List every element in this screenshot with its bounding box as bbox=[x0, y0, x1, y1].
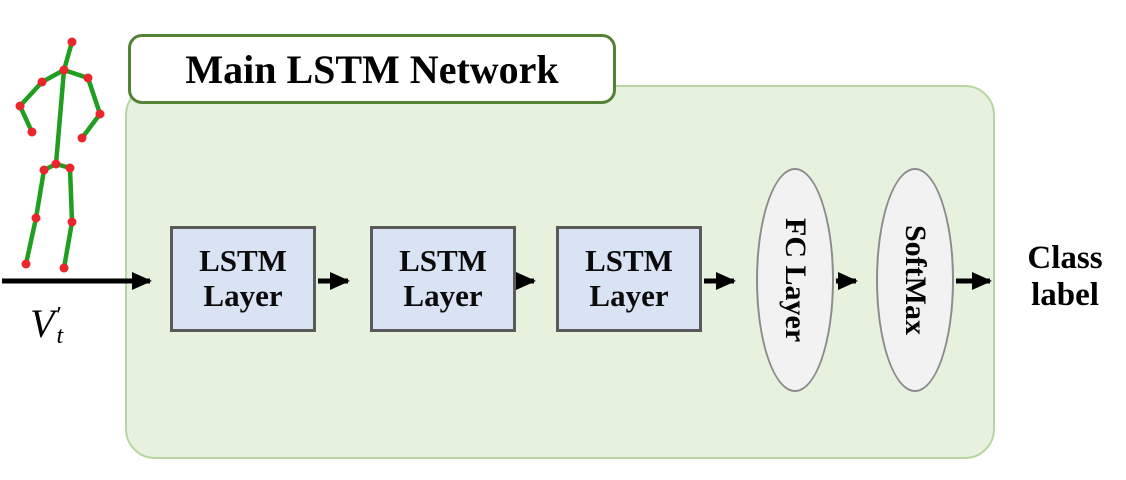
lstm-layer-1-label: LSTM Layer bbox=[199, 243, 287, 313]
lstm-layer-3-label: LSTM Layer bbox=[585, 243, 673, 313]
softmax-label: SoftMax bbox=[899, 225, 932, 335]
output-class-label: Class label bbox=[1027, 240, 1103, 313]
lstm-layer-2-label: LSTM Layer bbox=[399, 243, 487, 313]
input-variable-scripts: ′ t bbox=[56, 303, 64, 350]
lstm-layer-2: LSTM Layer bbox=[370, 226, 516, 332]
skeleton-bones bbox=[17, 39, 103, 271]
fc-layer-label: FC Layer bbox=[779, 217, 812, 343]
input-variable-prime: ′ bbox=[56, 303, 62, 329]
lstm-layer-1: LSTM Layer bbox=[170, 226, 316, 332]
skeleton-pose-icon bbox=[15, 37, 105, 273]
softmax-node: SoftMax bbox=[876, 168, 954, 392]
skeleton-joints bbox=[15, 37, 105, 273]
input-variable-subscript: t bbox=[56, 323, 64, 350]
lstm-layer-3: LSTM Layer bbox=[556, 226, 702, 332]
panel-title-text: Main LSTM Network bbox=[185, 46, 559, 92]
panel-title: Main LSTM Network bbox=[128, 34, 616, 104]
fc-layer-node: FC Layer bbox=[756, 168, 834, 392]
input-variable: V bbox=[30, 301, 55, 346]
input-variable-label: V ′ t bbox=[30, 300, 64, 350]
